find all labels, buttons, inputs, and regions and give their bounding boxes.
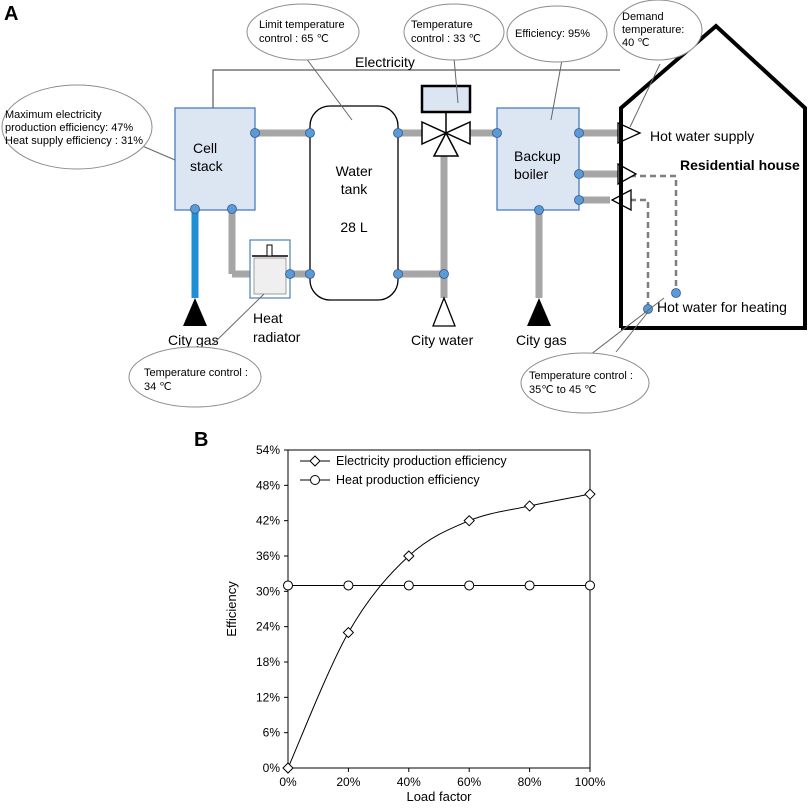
callout-limit-temp-line-2: control : 65 ℃ — [259, 33, 329, 45]
city-gas-left-arrow — [183, 298, 207, 326]
x-tick-label: 20% — [336, 775, 360, 789]
cell-stack-label-2: stack — [190, 158, 224, 174]
callout-heating-temp-line-1: Temperature control : — [529, 370, 633, 382]
city-water-arrow — [432, 296, 456, 327]
plot-area — [287, 449, 591, 769]
callout-demand-temp-line-1: Demand — [622, 11, 664, 23]
y-tick-label: 36% — [256, 549, 280, 563]
efficiency-chart: 0% 6% 12% 18% 24% 30% 36% 42% 48% 54% 0% 20% 40% 60%… — [224, 443, 606, 804]
x-tick-label: 100% — [575, 775, 606, 789]
y-tick-label: 48% — [256, 478, 280, 492]
callout-limit-temp: Limit temperature control : 65 ℃ — [246, 3, 360, 121]
y-tick-label: 0% — [263, 761, 281, 775]
legend-label: Electricity production efficiency — [336, 454, 507, 468]
residential-house — [619, 23, 807, 330]
y-tick-label: 30% — [256, 584, 280, 598]
callout-boiler-efficiency: Efficiency: 95% — [506, 5, 608, 121]
water-tank-label-2: tank — [341, 181, 368, 197]
valve-bottom-cone — [432, 131, 460, 157]
x-tick-label: 60% — [457, 775, 481, 789]
water-tank-label-1: Water — [336, 163, 373, 179]
data-point-series-2 — [464, 580, 475, 591]
water-tank — [309, 105, 399, 301]
panel-a-label: A — [4, 3, 18, 25]
callout-heating-temp-line-2: 35℃ to 45 ℃ — [529, 384, 597, 396]
hot-water-supply-label: Hot water supply — [650, 128, 754, 144]
callout-demand-temp-line-2: temperature: — [622, 24, 684, 36]
legend-label: Heat production efficiency — [336, 473, 480, 487]
heat-radiator-fan — [266, 244, 273, 257]
x-tick-label: 0% — [279, 775, 297, 789]
data-point-series-1 — [584, 488, 596, 500]
city-gas-right-arrow — [527, 298, 551, 326]
data-point-series-1 — [342, 626, 355, 639]
city-water-label: City water — [411, 332, 474, 348]
y-tick-label: 42% — [256, 514, 280, 528]
heat-radiator-label-1: Heat — [253, 310, 283, 326]
cell-stack — [174, 107, 256, 211]
data-point-series-2 — [403, 580, 414, 591]
valve-right-cone — [444, 120, 471, 146]
cell-stack-label-1: Cell — [193, 140, 217, 156]
y-tick-label: 12% — [256, 690, 280, 704]
y-axis-title: Efficiency — [224, 581, 239, 637]
pipe-nodes — [190, 128, 681, 314]
backup-boiler — [496, 107, 580, 211]
x-axis-ticks: 0% 20% 40% 60% 80% 100% — [279, 768, 606, 789]
backup-boiler-label-1: Backup — [514, 148, 561, 164]
valve-actuator — [420, 84, 472, 114]
system-diagram: Electricity Cell stack — [1, 0, 807, 414]
electricity-wire — [212, 69, 620, 108]
callout-demand-temp-line-3: 40 ℃ — [622, 37, 650, 49]
callout-radiator-temp: Temperature control : 34 ℃ — [128, 293, 265, 408]
data-point-series-1 — [403, 550, 415, 562]
callout-radiator-temp-line-1: Temperature control : — [144, 367, 248, 379]
callout-valve-temp-line-2: control : 33 ℃ — [411, 33, 481, 45]
x-tick-label: 40% — [397, 775, 421, 789]
callout-max-efficiency-line-2: production efficiency: 47% — [5, 122, 133, 134]
residential-house-label: Residential house — [680, 157, 800, 173]
callout-heating-temp: Temperature control : 35℃ to 45 ℃ — [520, 297, 665, 414]
data-point-series-1 — [523, 500, 536, 512]
y-tick-label: 18% — [256, 655, 280, 669]
electricity-label: Electricity — [355, 54, 415, 70]
callout-max-efficiency: Maximum electricity production efficienc… — [1, 84, 176, 170]
data-point-series-1 — [463, 514, 475, 527]
data-point-series-1 — [282, 762, 294, 774]
hot-water-supply-arrow — [617, 121, 642, 145]
callout-valve-temp: Temperature control : 33 ℃ — [403, 3, 505, 104]
data-point-series-2 — [283, 580, 293, 591]
valve-left-cone — [421, 120, 448, 146]
callout-demand-temp: Demand temperature: 40 ℃ — [613, 0, 703, 128]
heat-radiator-body — [253, 257, 287, 295]
city-gas-right-label: City gas — [516, 332, 567, 348]
x-axis-title: Load factor — [406, 789, 472, 804]
callout-max-efficiency-line-3: Heat supply efficiency : 31% — [5, 135, 143, 147]
y-tick-label: 6% — [263, 726, 281, 740]
city-gas-left-label: City gas — [168, 332, 219, 348]
callout-valve-temp-line-1: Temperature — [411, 19, 473, 31]
data-point-series-2 — [524, 580, 535, 591]
x-tick-label: 80% — [518, 775, 542, 789]
callout-limit-temp-line-1: Limit temperature — [259, 19, 345, 31]
hot-water-heating-label: Hot water for heating — [657, 299, 787, 315]
legend-marker — [309, 455, 321, 467]
callout-max-efficiency-line-1: Maximum electricity — [5, 109, 102, 121]
heat-radiator-label-2: radiator — [253, 329, 301, 345]
legend-marker — [310, 475, 320, 485]
y-tick-label: 24% — [256, 620, 280, 634]
backup-boiler-label-2: boiler — [514, 166, 549, 182]
data-point-series-2 — [585, 580, 595, 591]
panel-b-label: B — [194, 429, 208, 451]
y-axis-ticks: 0% 6% 12% 18% 24% 30% 36% 42% 48% 54% — [256, 443, 288, 775]
data-point-series-2 — [343, 580, 354, 591]
callout-radiator-temp-line-2: 34 ℃ — [144, 381, 172, 393]
water-tank-volume: 28 L — [340, 219, 367, 235]
series-layer — [282, 488, 596, 774]
y-tick-label: 54% — [256, 443, 280, 457]
callout-boiler-efficiency-line-1: Efficiency: 95% — [515, 28, 590, 40]
